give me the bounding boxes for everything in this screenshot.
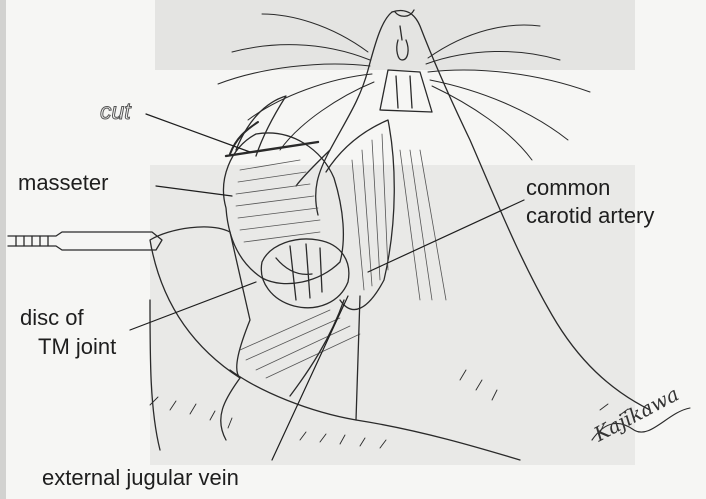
label-masseter: masseter — [18, 170, 108, 195]
label-cut: cut — [100, 99, 131, 124]
cut-leader — [146, 114, 250, 152]
label-vein: external jugular vein — [42, 465, 239, 490]
cut-mark — [226, 122, 318, 156]
retractor-hook — [8, 232, 162, 250]
label-disc-line1: disc of — [20, 305, 84, 330]
label-artery-line1: common — [526, 175, 610, 200]
label-artery-line2: carotid artery — [526, 203, 654, 228]
label-disc-line2: TM joint — [38, 334, 116, 359]
